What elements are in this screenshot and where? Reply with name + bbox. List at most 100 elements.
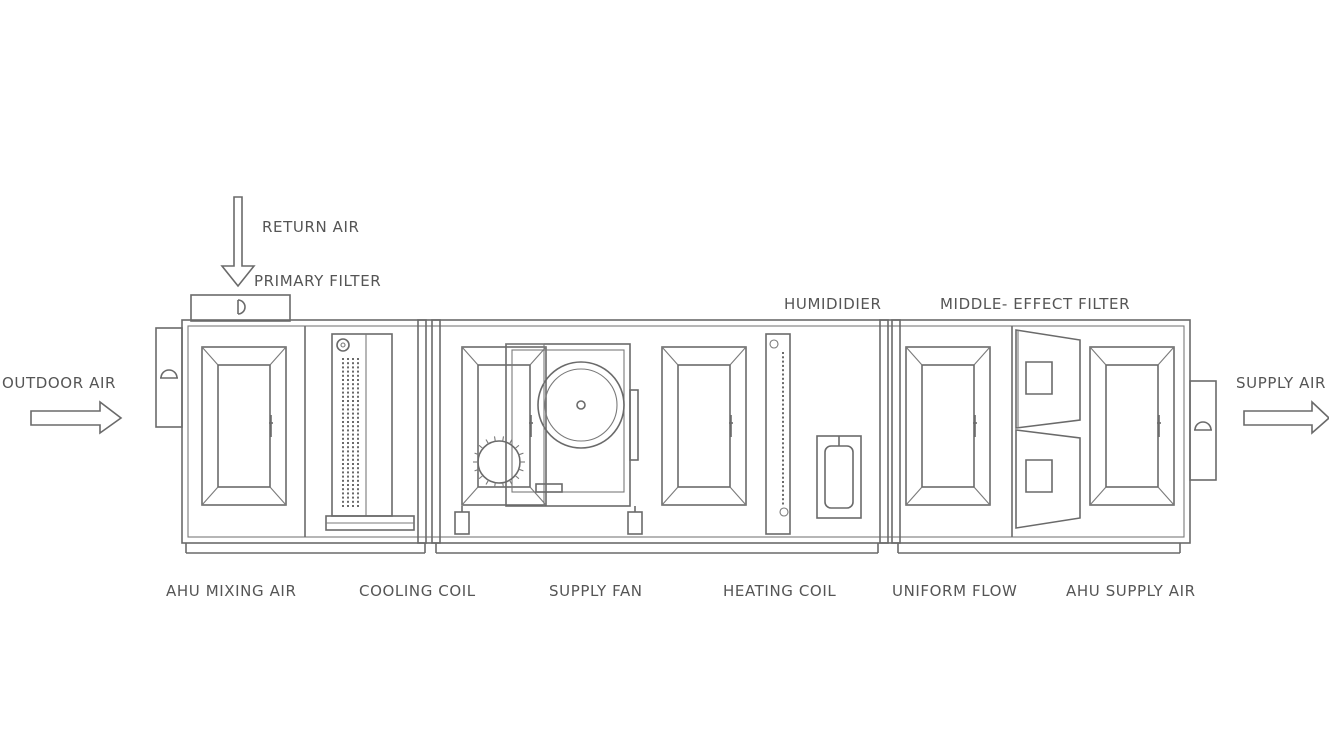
coil-fin-dot xyxy=(342,437,344,440)
humidifier-nozzle-dot xyxy=(782,459,784,462)
motor-tooth xyxy=(485,439,489,445)
motor-tooth xyxy=(518,452,524,456)
supply-air-damper xyxy=(1189,380,1217,481)
coil-fin-dot xyxy=(357,450,359,453)
supply-section-door xyxy=(1089,346,1175,506)
section-label-supply-air: AHU SUPPLY AIR xyxy=(1066,582,1196,600)
humidifier-nozzle-dot xyxy=(782,386,784,389)
motor-tooth xyxy=(502,482,505,488)
fan-motor-icon xyxy=(473,436,525,488)
coil-fin-dot xyxy=(357,362,359,365)
humidifier-nozzle-dot xyxy=(782,403,784,406)
coil-fin-dot xyxy=(357,370,359,373)
coil-fin-dot xyxy=(342,484,344,486)
section-label-uniform-flow: UNIFORM FLOW xyxy=(892,582,1017,600)
coil-fin-dot xyxy=(347,500,349,503)
humidifier-nozzle-dot xyxy=(782,485,784,488)
coil-fin-dot xyxy=(342,425,344,428)
coil-fin-dot xyxy=(357,492,359,495)
coil-fin-dot xyxy=(347,400,349,402)
coil-fin-dot xyxy=(347,433,349,436)
motor-tooth xyxy=(514,444,520,449)
coil-fin-dot xyxy=(352,492,354,495)
humidifier-nozzle-dot xyxy=(782,468,784,471)
coil-fin-dot xyxy=(342,362,344,365)
coil-fin-dot xyxy=(352,454,354,457)
outdoor-air-damper xyxy=(155,327,183,428)
coil-fin-dot xyxy=(347,387,349,390)
mixing-section-door xyxy=(201,346,287,506)
humidifier-nozzle-dot xyxy=(782,446,784,449)
coil-fin-dot xyxy=(347,404,349,407)
coil-fin-dot xyxy=(347,442,349,444)
coil-fin-dot xyxy=(357,458,359,461)
coil-fin-dot xyxy=(347,412,349,415)
coil-fin-dot xyxy=(342,416,344,419)
coil-fin-dot xyxy=(347,395,349,398)
coil-fin-dot xyxy=(357,496,359,499)
coil-fin-dot xyxy=(342,458,344,461)
heating-section-door xyxy=(661,346,747,506)
coil-fin-dot xyxy=(347,429,349,432)
coil-fin-dot xyxy=(342,366,344,369)
humidifier-nozzle-dot xyxy=(782,425,784,428)
coil-fin-dot xyxy=(347,362,349,365)
coil-fin-dot xyxy=(347,446,349,449)
coil-fin-dot xyxy=(347,358,349,360)
return-air-arrow-icon xyxy=(220,196,256,288)
coil-fin-dot xyxy=(342,404,344,407)
primary-filter-label: PRIMARY FILTER xyxy=(254,272,381,290)
humidifier-label: HUMIDIDIER xyxy=(784,295,881,313)
humidifier-nozzle-dot xyxy=(782,493,784,496)
humidifier-nozzle-dot xyxy=(782,352,784,354)
humidifier-nozzle-dot xyxy=(782,498,784,501)
humidifier-nozzle-dot xyxy=(782,455,784,458)
humidifier-nozzle-dot xyxy=(782,472,784,475)
coil-fin-dot xyxy=(352,442,354,444)
coil-fin-dot xyxy=(357,479,359,482)
humidifier-nozzle-dot xyxy=(782,420,784,423)
coil-fin-dot xyxy=(357,467,359,470)
coil-fin-dot xyxy=(357,433,359,436)
coil-fin-dot xyxy=(347,488,349,491)
humidifier-nozzle-dot xyxy=(782,489,784,492)
cooling-coil-fins xyxy=(342,358,359,507)
coil-fin-dot xyxy=(342,496,344,499)
coil-fin-dot xyxy=(342,408,344,411)
uniform-flow-door xyxy=(905,346,991,506)
coil-fin-dot xyxy=(357,379,359,381)
coil-fin-dot xyxy=(352,484,354,486)
motor-tooth xyxy=(474,468,480,472)
coil-fin-dot xyxy=(357,358,359,360)
coil-fin-dot xyxy=(347,467,349,470)
coil-fin-dot xyxy=(352,425,354,428)
coil-fin-dot xyxy=(342,387,344,390)
coil-fin-dot xyxy=(357,404,359,407)
coil-fin-dot xyxy=(357,429,359,432)
outdoor-air-arrow-icon xyxy=(30,400,123,435)
supply-air-label: SUPPLY AIR xyxy=(1236,374,1326,392)
coil-fin-dot xyxy=(347,370,349,373)
coil-fin-dot xyxy=(347,408,349,411)
humidifier-nozzle-dot xyxy=(782,433,784,436)
coil-fin-dot xyxy=(352,433,354,436)
humidifier-nozzle-dot xyxy=(782,416,784,419)
coil-fin-dot xyxy=(342,492,344,495)
coil-fin-dot xyxy=(352,408,354,411)
humidifier-nozzle-dot xyxy=(782,502,784,505)
middle-effect-filter-label: MIDDLE- EFFECT FILTER xyxy=(940,295,1130,313)
coil-fin-dot xyxy=(352,429,354,432)
coil-fin-dot xyxy=(357,446,359,449)
coil-fin-dot xyxy=(342,500,344,503)
coil-fin-dot xyxy=(347,383,349,386)
humidifier-nozzle-dot xyxy=(782,450,784,453)
coil-fin-dot xyxy=(342,446,344,449)
coil-fin-dot xyxy=(352,370,354,373)
humidifier-nozzle-dot xyxy=(782,369,784,372)
humidifier-nozzle-dot xyxy=(782,377,784,380)
coil-fin-dot xyxy=(352,400,354,402)
cooling-coil xyxy=(325,333,415,531)
coil-fin-dot xyxy=(342,471,344,474)
coil-fin-dot xyxy=(357,475,359,478)
